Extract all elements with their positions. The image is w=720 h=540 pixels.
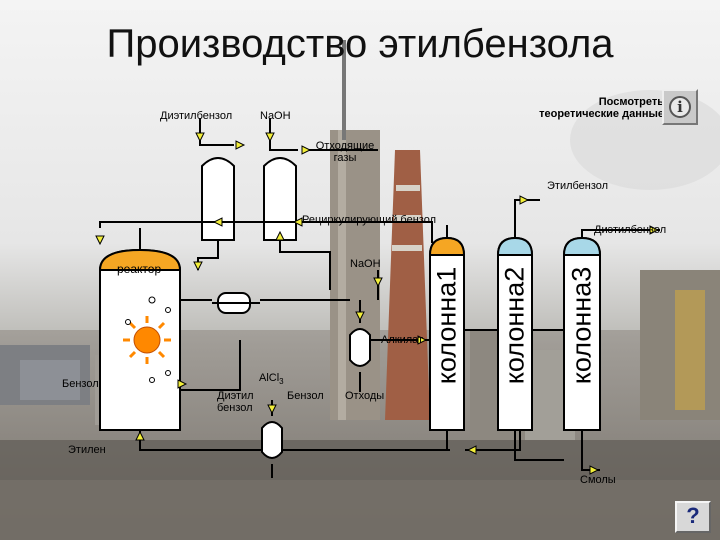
label-ethylene: Этилен [68, 444, 106, 456]
label-recycle-benzene: Рециркулирующий бензол [302, 214, 437, 226]
column2-dome [496, 236, 534, 256]
label-resins: Смолы [580, 474, 616, 486]
column3-dome [562, 236, 602, 256]
label-column2: колонна2 [499, 266, 530, 385]
heater-icon [123, 316, 171, 364]
label-benzene-left: Бензол [62, 378, 99, 390]
alcl3-vessel [261, 421, 283, 459]
alkylate-separator [349, 328, 371, 367]
label-diethyl-bottom: Диэтил бензол [217, 390, 254, 414]
reactor-bubbles [125, 296, 171, 383]
label-naoh-top: NaOH [260, 110, 291, 122]
reactor-dome [98, 248, 182, 271]
label-reactor: реактор [117, 262, 162, 276]
label-offgas: Отходящие газы [315, 140, 375, 164]
flow-arrows [95, 132, 660, 475]
label-ethylbenzene: Этилбензол [547, 180, 609, 192]
label-diethylbenzene-right: Диэтилбензол [594, 224, 667, 236]
label-alcl3: AlCl3 [259, 372, 284, 387]
label-alkylate: Алкилат [381, 334, 424, 346]
page-title: Производство этилбензола [106, 22, 614, 66]
label-benzene-bottom: Бензол [287, 390, 324, 402]
help-button[interactable]: ? [675, 501, 711, 533]
naoh-tank [263, 157, 297, 241]
label-column3: колонна3 [566, 266, 597, 385]
theory-link[interactable]: Посмотреть теоретические данные [539, 96, 664, 120]
info-icon: i [669, 96, 691, 118]
label-waste: Отходы [345, 390, 385, 402]
column1-dome [428, 236, 466, 256]
info-button[interactable]: i [662, 89, 698, 125]
label-column1: колонна1 [431, 266, 462, 385]
diethylbenzene-tank [201, 157, 235, 241]
label-naoh-mid: NaOH [350, 258, 381, 270]
label-diethylbenzene-top: Диэтилбензол [160, 110, 233, 122]
